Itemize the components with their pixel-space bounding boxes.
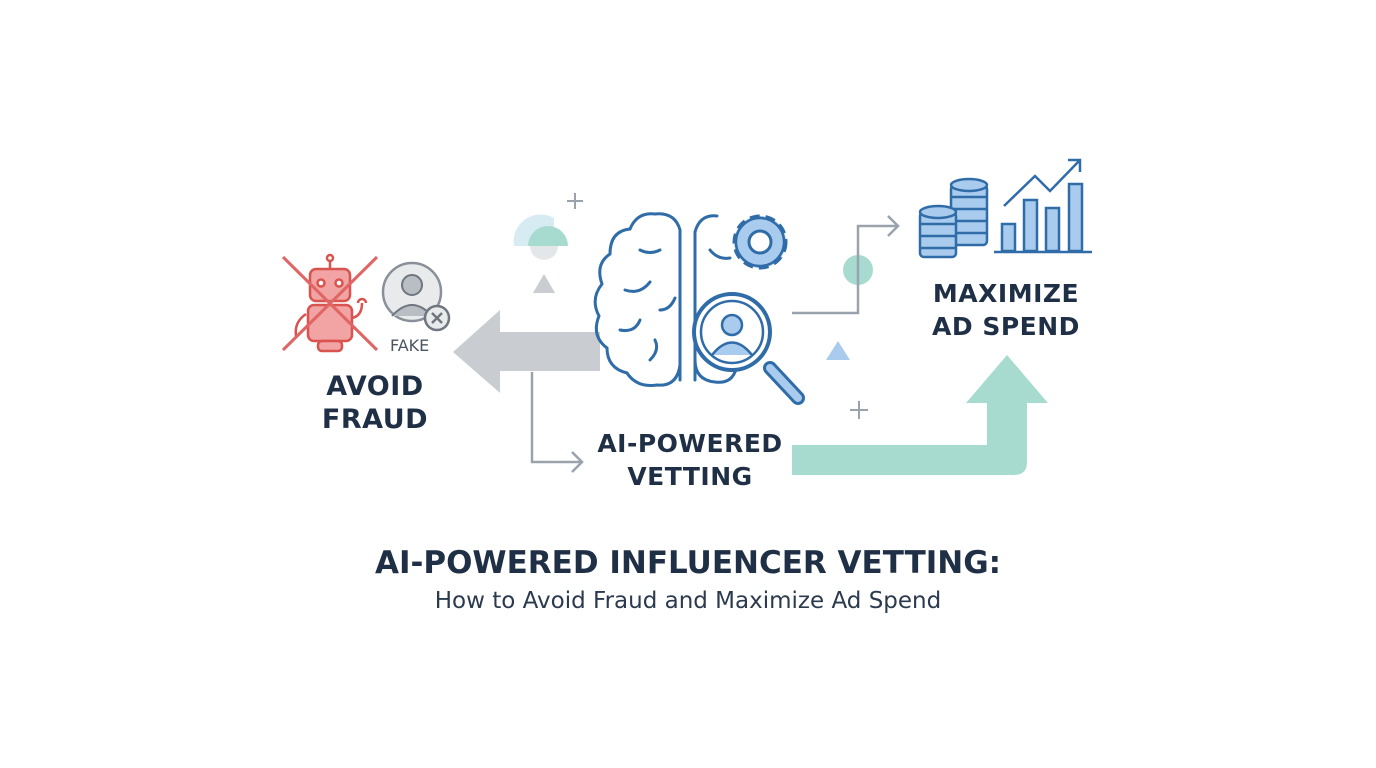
maximize-line-1: MAXIMIZE [932,279,1080,308]
subtitle: How to Avoid Fraud and Maximize Ad Spend [434,588,942,614]
cross-out-icon [281,255,379,352]
fake-profile-icon [381,261,451,332]
avoid-fraud-line-2: FRAUD [321,404,429,435]
connector-down [530,372,584,473]
ai-vetting-line-1: AI-POWERED [597,429,783,458]
ai-vetting-label: AI-POWERED VETTING [580,427,800,493]
decorative-shapes [513,193,873,419]
gear-icon [732,214,788,270]
connector-up [792,215,900,315]
bar-chart-growth-icon [994,158,1092,254]
maximize-label: MAXIMIZE AD SPEND [916,277,1096,343]
fake-label: FAKE [390,336,430,355]
left-arrow [453,310,600,393]
avoid-fraud-label: AVOID FRAUD [300,370,450,436]
coins-icon [918,177,989,259]
main-title: AI-POWERED INFLUENCER VETTING: [374,545,1002,581]
brain-icon [593,212,737,387]
ai-vetting-line-2: VETTING [627,462,753,491]
maximize-line-2: AD SPEND [932,312,1080,341]
up-right-arrow [792,355,1048,475]
magnifier-user-icon [692,292,805,405]
avoid-fraud-line-1: AVOID [326,371,424,402]
